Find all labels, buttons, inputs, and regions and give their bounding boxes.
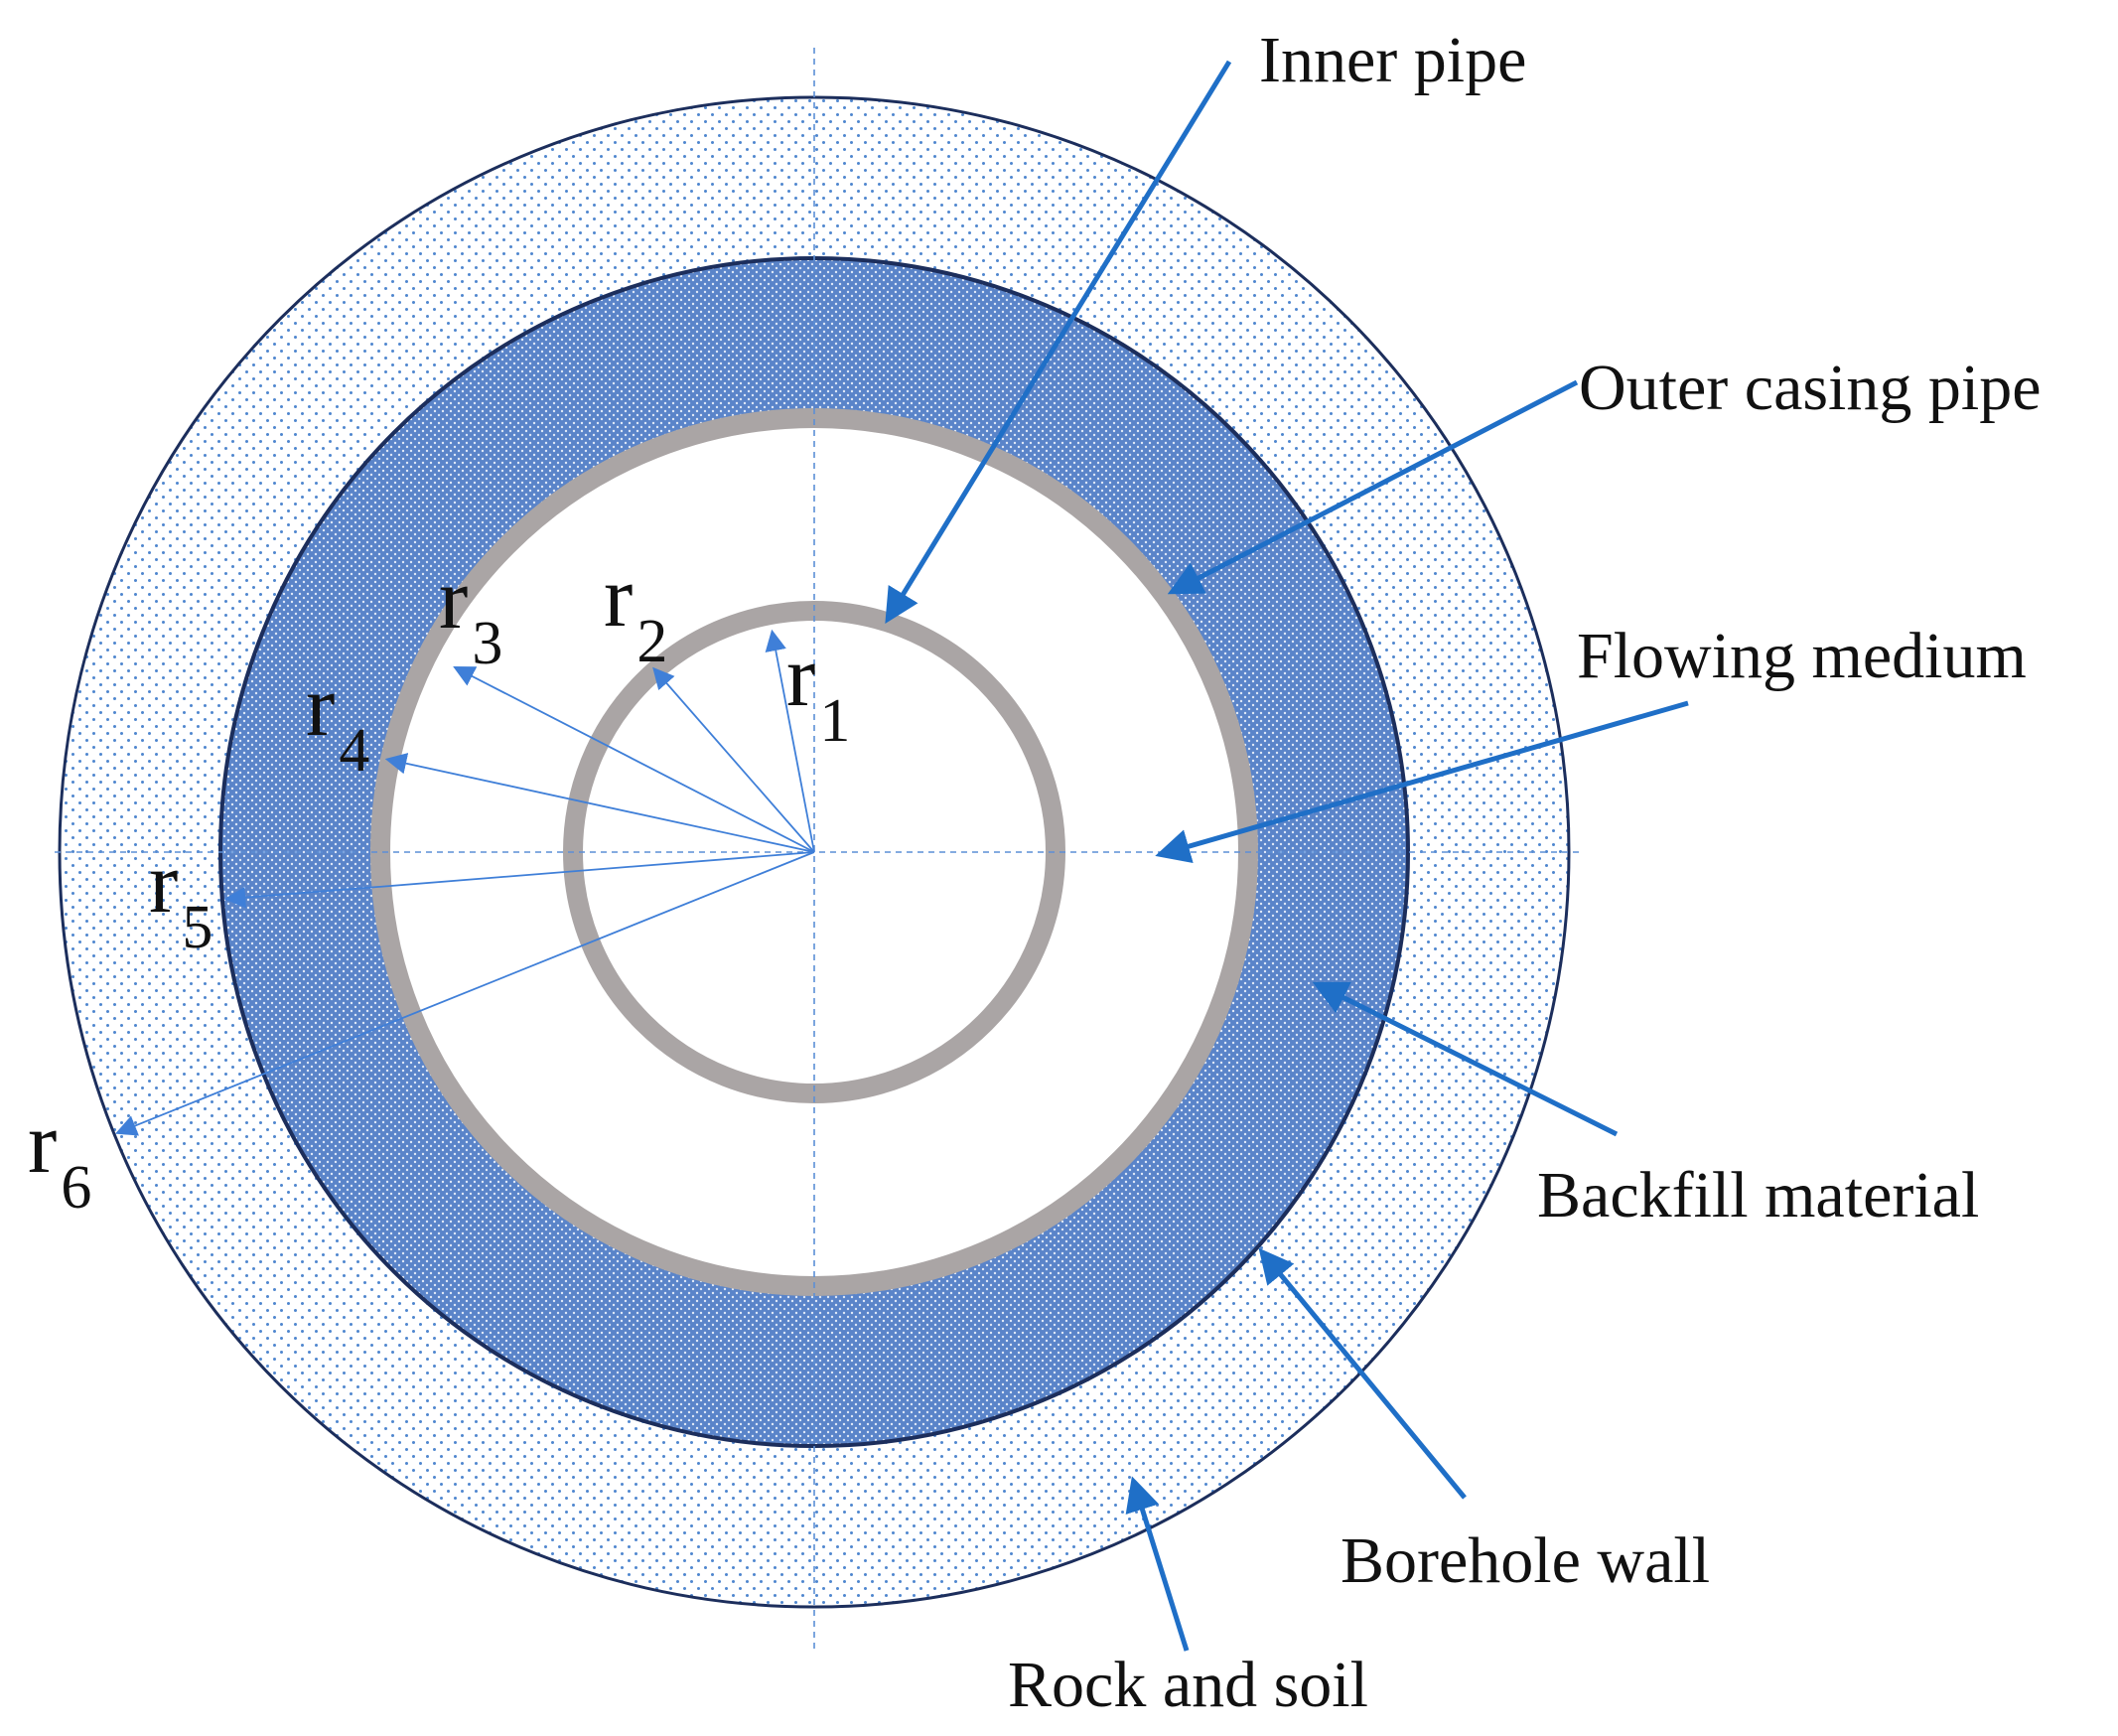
- radius-r4-line: [384, 753, 815, 853]
- flowing-medium-arrow: [1155, 700, 1689, 864]
- radius-label-r5: r5: [149, 835, 212, 961]
- radius-r5-line: [223, 851, 815, 909]
- rock-and-soil-arrow: [1125, 1476, 1190, 1652]
- backfill-material-label: Backfill material: [1537, 1159, 1979, 1231]
- radius-label-r1: r1: [786, 629, 850, 755]
- radius-r3-line: [453, 666, 815, 853]
- inner-pipe-label: Inner pipe: [1259, 24, 1526, 96]
- outer-casing-pipe-arrow: [1167, 379, 1579, 595]
- borehole-wall-label: Borehole wall: [1341, 1524, 1710, 1597]
- radius-label-r6: r6: [28, 1095, 91, 1222]
- backfill-material-arrow: [1312, 981, 1619, 1137]
- borehole-wall-arrow: [1258, 1247, 1467, 1500]
- outer-casing-pipe-label: Outer casing pipe: [1579, 352, 2042, 424]
- radius-label-r3: r3: [439, 551, 502, 677]
- radius-label-r4: r4: [306, 658, 369, 785]
- radius-label-r2: r2: [604, 549, 667, 675]
- radius-r6-line: [114, 851, 815, 1136]
- inner-pipe-arrow: [885, 60, 1232, 624]
- radius-r2-line: [652, 666, 815, 853]
- radius-r1-line: [765, 629, 815, 853]
- flowing-medium-label: Flowing medium: [1577, 620, 2027, 692]
- rock-and-soil-label: Rock and soil: [1008, 1649, 1368, 1721]
